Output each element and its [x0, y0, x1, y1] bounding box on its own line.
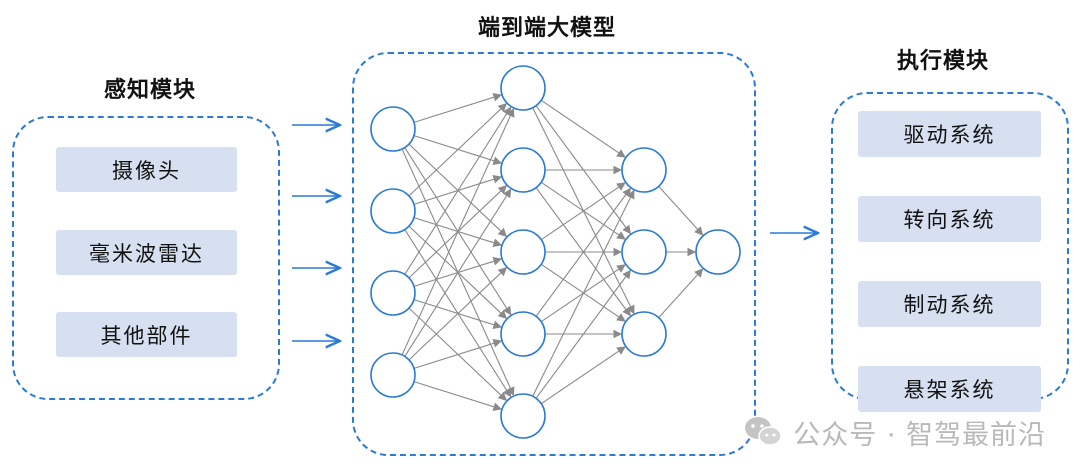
node-layer1-0 — [500, 65, 546, 111]
execution-item-drive: 驱动系统 — [858, 111, 1041, 157]
execution-item-steering: 转向系统 — [858, 196, 1041, 242]
node-layer2-0 — [621, 147, 667, 193]
edge-l1-3-0 — [535, 187, 631, 317]
edge-l1-4-2 — [540, 346, 626, 405]
edge-l1-4-0 — [532, 189, 635, 397]
watermark: 公众号 · 智驾最前沿 — [743, 410, 1046, 454]
network-edges — [401, 93, 704, 411]
node-layer1-4 — [500, 393, 546, 439]
edge-l1-2-0 — [540, 182, 626, 241]
model-panel — [352, 52, 756, 456]
perception-item-other: 其他部件 — [56, 312, 237, 357]
perception-title: 感知模块 — [104, 77, 197, 103]
edge-l0-3-4 — [413, 381, 503, 411]
node-layer0-2 — [370, 270, 416, 316]
edge-l0-3-0 — [401, 107, 515, 356]
edge-l0-3-1 — [404, 188, 512, 357]
execution-item-suspension: 悬架系统 — [858, 366, 1041, 412]
edge-l2-2-0 — [658, 268, 704, 319]
execution-title: 执行模块 — [897, 48, 990, 74]
edge-l0-3-2 — [408, 267, 508, 361]
node-layer2-1 — [621, 229, 667, 275]
execution-item-brake: 制动系统 — [858, 281, 1041, 327]
wechat-icon — [745, 417, 782, 446]
network-nodes — [370, 65, 741, 439]
node-layer1-3 — [500, 311, 546, 357]
node-layer0-3 — [370, 352, 416, 398]
node-layer3-0 — [695, 229, 741, 275]
edge-l1-0-0 — [540, 99, 626, 158]
perception-item-camera: 摄像头 — [56, 147, 237, 192]
perception-panel — [12, 116, 280, 400]
watermark-text: 公众号 · 智驾最前沿 — [793, 419, 1046, 451]
node-layer0-1 — [370, 188, 416, 234]
edge-l0-2-0 — [404, 106, 512, 275]
node-layer1-1 — [500, 147, 546, 193]
node-layer2-2 — [621, 311, 667, 357]
node-layer0-0 — [370, 106, 416, 152]
perception-item-radar: 毫米波雷达 — [56, 230, 237, 275]
model-title: 端到端大模型 — [478, 15, 617, 41]
edge-l1-4-1 — [535, 269, 631, 399]
edge-l0-1-0 — [408, 103, 508, 197]
node-layer1-2 — [500, 229, 546, 275]
edge-l0-3-3 — [413, 339, 503, 369]
edge-l2-0-0 — [658, 185, 704, 236]
edge-l0-0-0 — [413, 93, 503, 123]
